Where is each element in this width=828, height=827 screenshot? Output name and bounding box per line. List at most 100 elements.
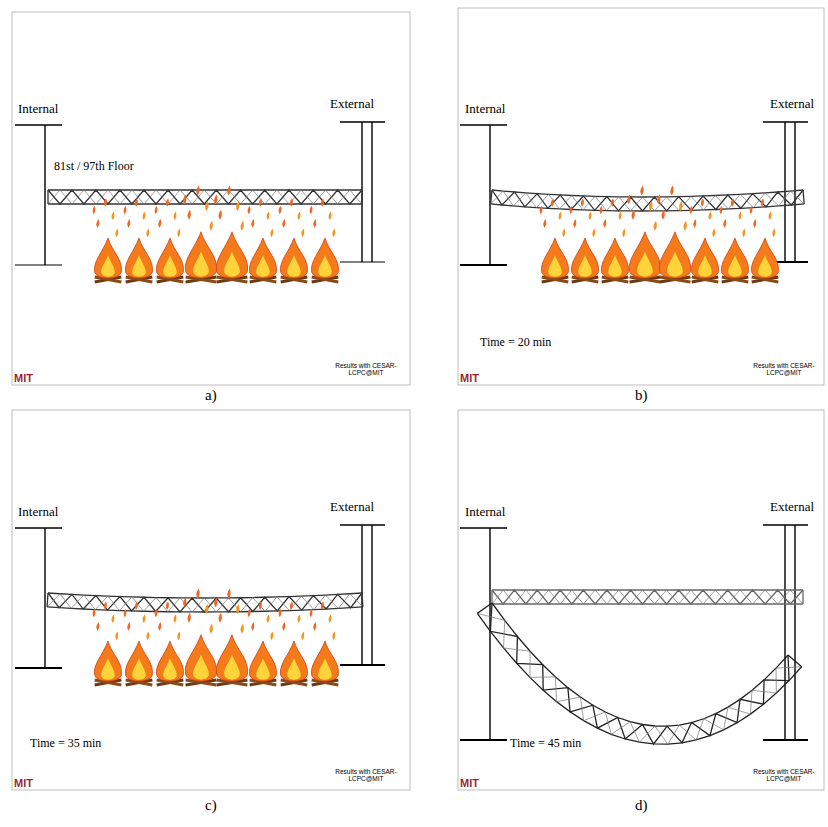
flame [541,238,568,278]
fire-fleck [146,229,149,238]
fire-fleck [332,632,335,641]
panel-caption: b) [635,387,648,404]
floor-truss [477,603,801,744]
fire-fleck [753,219,756,228]
truss-web [490,603,789,744]
fire-fleck [143,615,146,624]
fire-fleck [298,212,301,221]
fire-fleck [329,212,332,221]
truss-web [48,190,362,204]
flame [601,238,628,278]
panel-label: External [330,500,374,514]
column-tick [460,264,507,266]
flame-core [224,655,240,680]
logo-text: MIT [460,372,479,384]
fire-fleck [573,219,576,228]
flame [249,238,276,278]
column-tick [460,739,507,741]
fire-fleck [313,219,316,228]
fire-fleck [124,206,127,215]
truss-web [492,190,803,211]
fire-fleck [279,609,282,618]
fire-fleck [301,632,304,641]
column-line [44,528,45,668]
fire-fleck [158,219,161,228]
fire-fleck [600,206,603,215]
fire-symbol [214,589,248,685]
credit-note: Results with CESAR-LCPC@MIT [746,768,822,782]
fire-fleck [559,212,562,221]
fire-fleck [174,615,177,624]
column-tick [763,739,808,741]
fire-fleck [619,212,622,221]
fire-fleck [205,201,208,211]
panel-label: Internal [18,505,58,519]
column-line [44,125,45,265]
fire-fleck [158,622,161,631]
internal-column [460,528,507,740]
fire-fleck [282,219,285,228]
fire-fleck [166,198,169,207]
fire-fleck [683,221,686,231]
fire-fleck [661,210,664,220]
fire-fleck [93,206,96,215]
credit-note: Results with CESAR-LCPC@MIT [328,768,404,782]
bottom-chord [492,603,803,604]
fire-fleck [248,609,251,618]
flame-core [548,255,562,277]
fire-fleck [670,186,673,196]
fire-fleck [611,198,614,207]
panel [12,12,410,385]
floor-truss [492,590,803,604]
column-line [361,122,362,262]
flame-core [101,658,115,680]
flame-core [163,658,177,680]
fire-symbol [124,601,153,685]
external-column [763,525,808,740]
fire-symbol [750,198,779,282]
truss-web [48,593,362,612]
fire-fleck [750,206,753,215]
fire-fleck [321,601,324,610]
flame-core [163,255,177,277]
fire-fleck [570,206,573,215]
fire-fleck [146,632,149,641]
panel-border [12,12,410,385]
fire-fleck [731,198,734,207]
fire-fleck [240,624,243,634]
column-tick [15,124,62,125]
fire-symbol [600,198,629,282]
fire-symbol [279,601,308,685]
column-line [361,525,362,665]
panel-label: Time = 35 min [30,737,101,750]
fire-fleck [155,206,158,215]
fire-fleck [177,632,180,641]
external-column [340,525,385,665]
fire-fleck [104,198,107,207]
truss-end [803,190,804,204]
truss-end [361,190,362,204]
flame [751,238,778,278]
panel-border [458,410,824,790]
fire-fleck [251,219,254,228]
fire-fleck [657,194,660,204]
flame [311,641,338,681]
flame-core [728,255,742,277]
flame [125,238,152,278]
truss-web [491,191,805,211]
fire-fleck [761,198,764,207]
fire-symbol [183,186,217,282]
fire-fleck [209,221,212,231]
truss-web [48,190,362,204]
flame [691,238,718,278]
fire-symbol [93,198,122,282]
logo-text: MIT [14,777,33,789]
truss-end [477,603,492,613]
flame [216,635,247,681]
fire-fleck [240,221,243,231]
flame [311,238,338,278]
flame-core [698,255,712,277]
fire-symbol [540,198,569,282]
flame-core [318,255,332,277]
truss-end [491,190,492,204]
